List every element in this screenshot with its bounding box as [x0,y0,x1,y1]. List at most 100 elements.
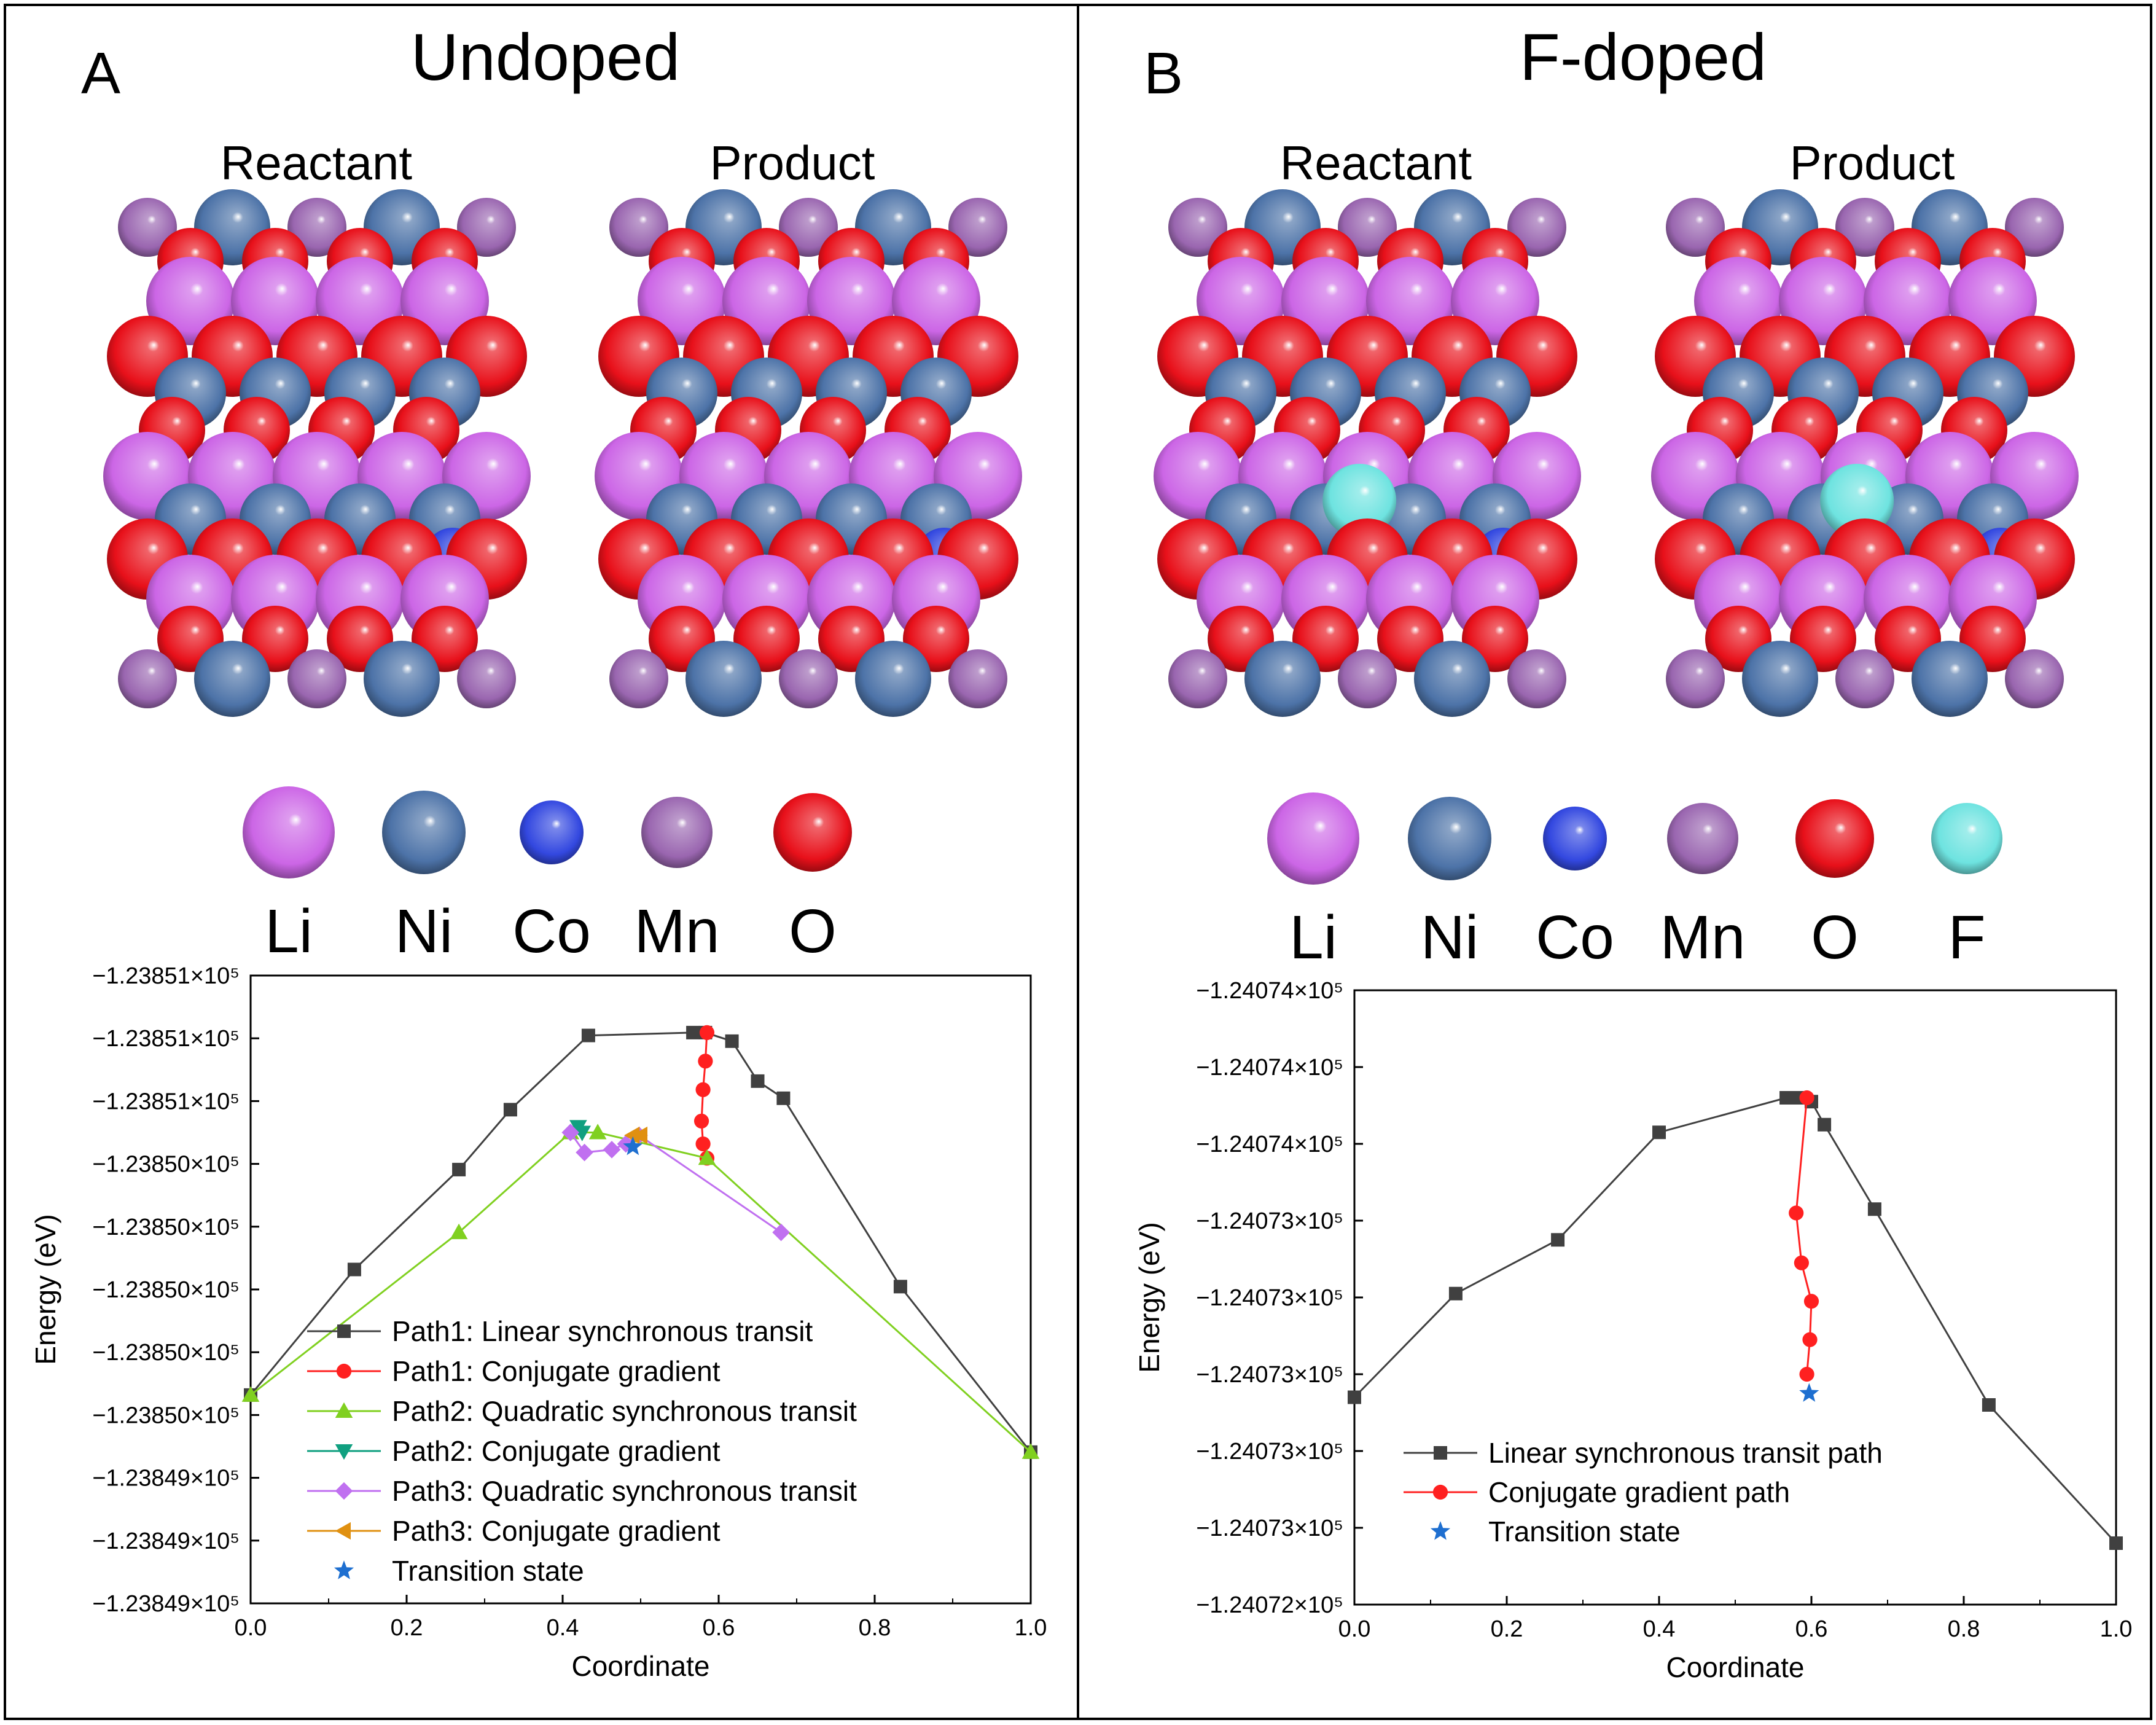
data-point [452,1162,466,1176]
data-point [1789,1205,1804,1221]
y-tick-label: −1.23851×10⁵ [92,1026,240,1052]
data-point [1799,1383,1819,1402]
data-point [1982,1398,1996,1412]
y-tick-label: −1.24073×10⁵ [1196,1208,1343,1234]
legend-label-ni: Ni [395,897,453,966]
data-point [1802,1332,1818,1347]
chart-legend: Linear synchronous transit pathConjugate… [1404,1437,1883,1547]
x-tick-label: 0.8 [859,1615,891,1641]
panel-a-reactant-label: Reactant [221,136,413,190]
legend-marker [1432,1484,1448,1500]
legend-sphere-ni [1408,797,1491,880]
legend-sphere-o [773,793,852,872]
atom-mn [118,649,177,708]
atom-mn [118,198,177,257]
series-4 [561,1124,790,1242]
data-point [1021,1443,1040,1459]
y-tick-label: −1.24073×10⁵ [1196,1285,1343,1311]
atom-mn [609,649,668,708]
series-5 [624,1126,647,1144]
data-point [573,1125,592,1141]
series-2 [1799,1383,1819,1402]
data-point [1818,1117,1832,1132]
legend-marker [335,1402,353,1418]
legend-marker [1434,1446,1447,1460]
atom-ni [1244,641,1321,717]
legend-label-co: Co [512,897,591,966]
panel-b-title: F-doped [1520,20,1767,94]
legend-entry: Linear synchronous transit path [1488,1437,1883,1469]
crystal-structure-a-product [595,189,1022,717]
legend-entry: Path3: Conjugate gradient [392,1515,721,1547]
data-point [623,1136,643,1156]
legend-label-f: F [1948,903,1985,972]
legend-label-o: O [789,897,837,966]
data-point [1448,1286,1463,1301]
y-tick-label: −1.24074×10⁵ [1196,1132,1343,1157]
data-point [347,1262,361,1277]
data-point [631,1126,647,1144]
data-point [1348,1390,1361,1404]
legend-sphere-mn [641,797,713,868]
legend-marker [335,1482,353,1500]
data-point [695,1136,711,1152]
x-tick-label: 0.6 [1795,1616,1828,1642]
legend-label-li: Li [265,897,313,966]
x-tick-label: 0.2 [1491,1616,1523,1642]
legend-sphere-li [1267,792,1359,885]
atom-mn [779,649,838,708]
legend-label-mn: Mn [635,897,720,966]
legend-label-mn: Mn [1660,903,1746,972]
atom-ni [1742,641,1818,717]
data-point [1551,1233,1565,1247]
atom-mn [1507,649,1566,708]
legend-marker [335,1444,353,1460]
y-tick-label: −1.24073×10⁵ [1196,1439,1343,1465]
data-point [624,1126,640,1144]
data-point [686,1025,700,1039]
data-point [603,1141,621,1159]
y-axis-title: Energy (eV) [1133,1222,1165,1372]
legend-sphere-co [1543,807,1607,870]
atom-mn [1338,649,1397,708]
data-point [695,1082,711,1097]
atom-mn [1666,198,1725,257]
atom-mn [287,649,346,708]
chart-legend: Path1: Linear synchronous transitPath1: … [307,1315,857,1587]
y-axis-title: Energy (eV) [29,1214,61,1364]
crystal-structure-a-reactant [103,189,531,717]
y-tick-label: −1.23849×10⁵ [92,1528,240,1554]
data-point [1779,1091,1794,1105]
y-tick-label: −1.24072×10⁵ [1196,1592,1343,1618]
atom-ni [364,641,440,717]
series-1 [693,1025,715,1166]
x-tick-label: 0.0 [235,1615,267,1641]
crystal-structure-b-reactant [1154,189,1581,717]
panel-b-letter: B [1144,41,1183,106]
legend-sphere-co [520,800,584,864]
data-point [576,1143,593,1162]
legend-label-o: O [1811,903,1859,972]
y-tick-label: −1.24073×10⁵ [1196,1362,1343,1388]
legend-sphere-o [1795,799,1874,878]
atom-f [1322,464,1397,538]
data-point [2109,1536,2123,1550]
legend-entry: Transition state [392,1555,584,1587]
legend-sphere-ni [382,791,466,874]
y-tick-label: −1.24073×10⁵ [1196,1516,1343,1541]
legend-entry: Conjugate gradient path [1488,1476,1790,1508]
series-line [569,1132,782,1234]
legend-entry: Path1: Conjugate gradient [392,1355,721,1387]
series-line [249,1031,1032,1453]
plot-area [249,974,1032,1605]
series-6 [623,1136,643,1156]
data-point [1867,1202,1881,1216]
atom-mn [1835,649,1894,708]
atom-ni [1414,641,1490,717]
y-tick-label: −1.24074×10⁵ [1196,1055,1343,1081]
data-point [772,1223,790,1242]
legend-marker [1430,1521,1451,1540]
panel-b-reactant-label: Reactant [1280,136,1472,190]
atom-mn [1168,198,1227,257]
